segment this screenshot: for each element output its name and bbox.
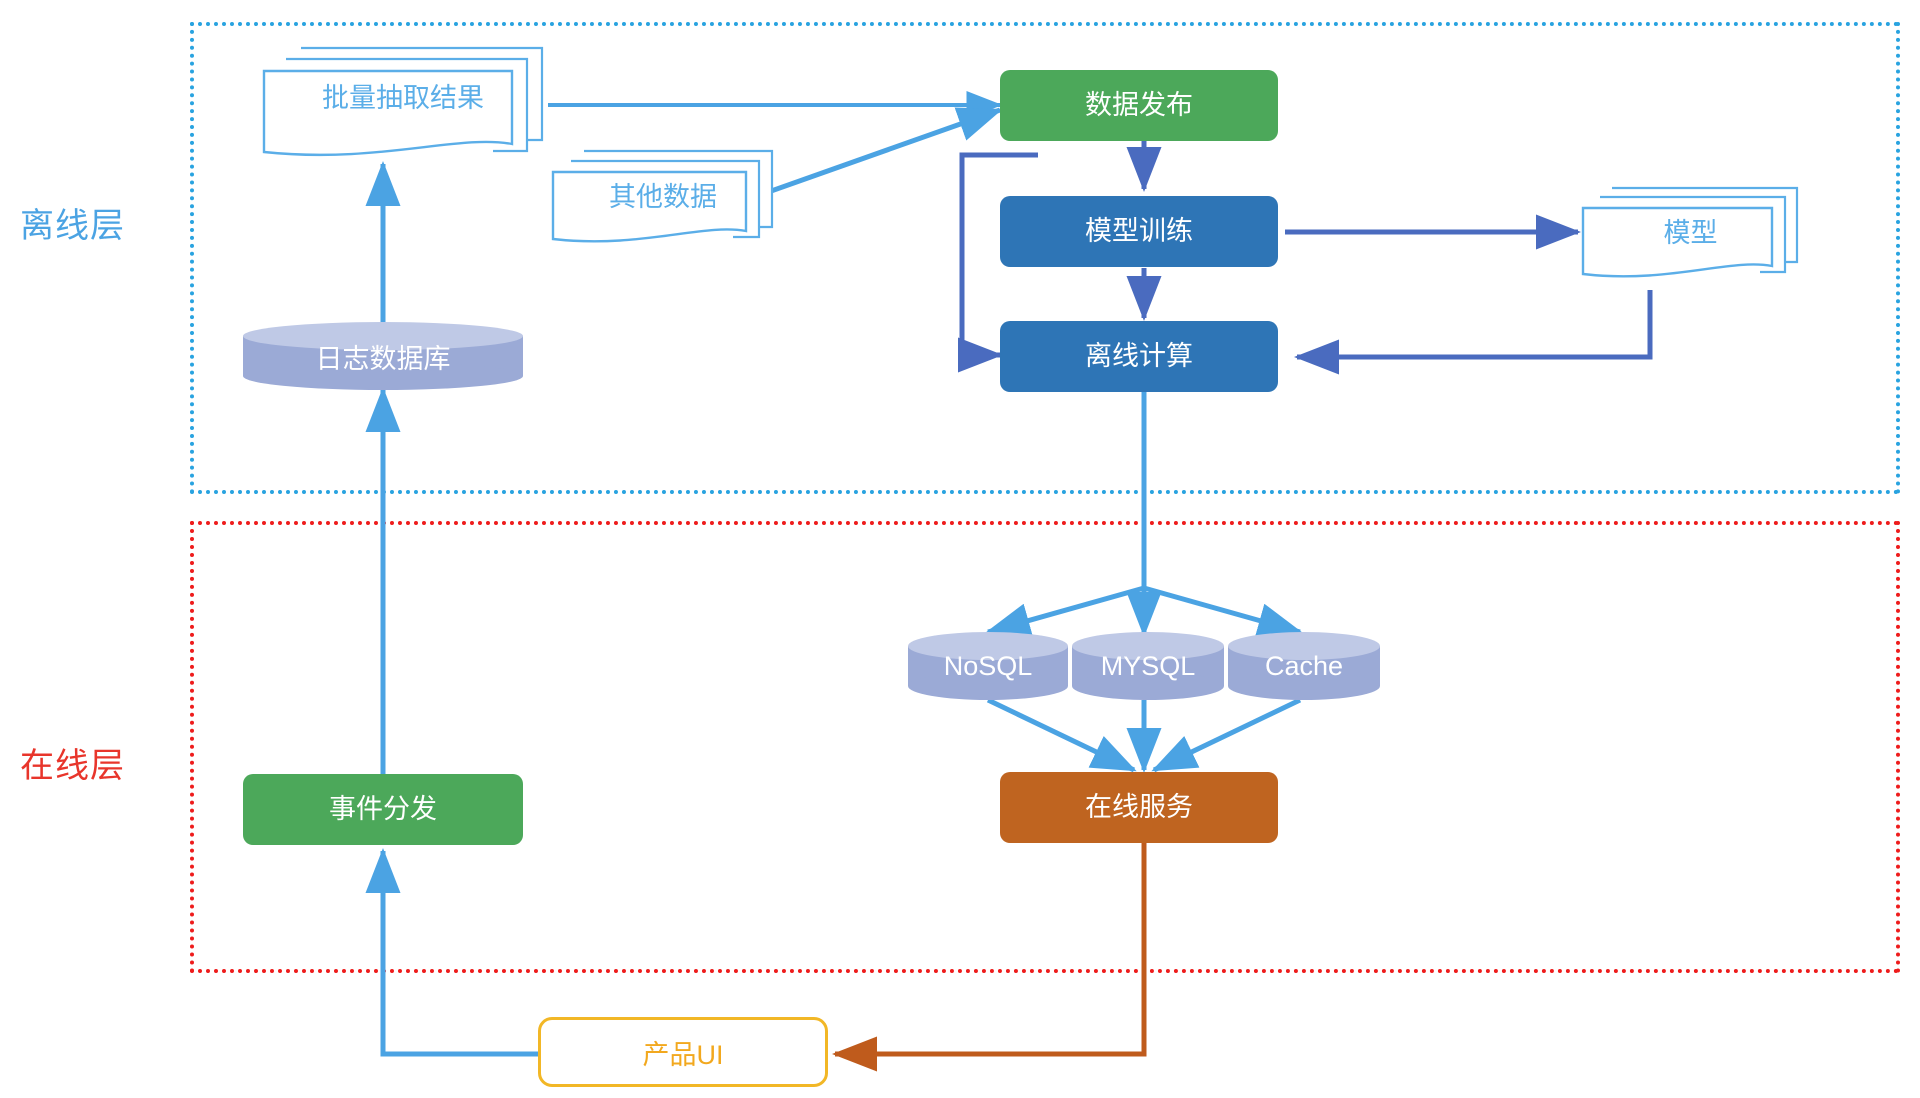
edge-offlinecompute-to-cache [1143, 585, 1303, 638]
node-log-database[interactable]: 日志数据库 [243, 322, 523, 390]
node-nosql[interactable]: NoSQL [908, 632, 1068, 700]
node-label: 事件分发 [329, 794, 437, 825]
cylinder-bottom [243, 362, 523, 390]
edge-publish-to-offlinecompute [958, 152, 1038, 373]
node-label: 产品UI [642, 1039, 724, 1070]
node-label: 离线计算 [1085, 341, 1193, 372]
cylinder-top [1072, 632, 1224, 660]
edge-productui-to-eventdispatch [365, 847, 538, 1057]
edge-nosql-to-onlineservice [986, 697, 1137, 773]
document-stack-icon [551, 149, 774, 243]
node-data-publish[interactable]: 数据发布 [1000, 70, 1278, 141]
offline-layer-zone [190, 22, 1900, 494]
node-other-data[interactable]: 其他数据 [548, 145, 778, 255]
node-online-service[interactable]: 在线服务 [1000, 772, 1278, 843]
edge-otherdata-to-publish [756, 107, 1003, 199]
node-label: NoSQL [943, 650, 1033, 681]
node-event-dispatch[interactable]: 事件分发 [243, 774, 523, 845]
edge-model-to-offlinecompute [1293, 290, 1653, 375]
cylinder-bottom [1072, 672, 1224, 700]
node-model-training[interactable]: 模型训练 [1000, 196, 1278, 267]
node-label: 批量抽取结果 [322, 83, 484, 113]
node-label: 其他数据 [609, 181, 717, 212]
edge-cache-to-onlineservice [1151, 697, 1302, 773]
offline-layer-label: 离线层 [20, 207, 125, 245]
cylinder-top [1228, 632, 1380, 660]
node-label: Cache [1264, 650, 1344, 681]
edge-offlinecompute-to-nosql [985, 585, 1145, 638]
edge-onlineservice-to-productui [831, 842, 1147, 1072]
node-label: 模型训练 [1085, 216, 1193, 247]
node-label: 日志数据库 [315, 343, 451, 374]
cylinder-bottom [908, 672, 1068, 700]
node-label: MYSQL [1100, 650, 1196, 681]
node-cache[interactable]: Cache [1228, 632, 1380, 700]
node-label: 数据发布 [1085, 90, 1193, 121]
document-stack-icon [262, 46, 544, 157]
online-layer-zone [190, 521, 1900, 973]
cylinder-top [243, 322, 523, 350]
node-model[interactable]: 模型 [1578, 182, 1803, 290]
node-product-ui[interactable]: 产品UI [538, 1017, 828, 1087]
node-label: 在线服务 [1085, 792, 1193, 823]
cylinder-top [908, 632, 1068, 660]
cylinder-bottom [1228, 672, 1380, 700]
node-batch-extract-result[interactable]: 批量抽取结果 [258, 40, 548, 165]
node-offline-compute[interactable]: 离线计算 [1000, 321, 1278, 392]
node-mysql[interactable]: MYSQL [1072, 632, 1224, 700]
document-stack-icon [1581, 186, 1799, 278]
online-layer-label: 在线层 [20, 747, 125, 785]
node-label: 模型 [1663, 217, 1718, 248]
